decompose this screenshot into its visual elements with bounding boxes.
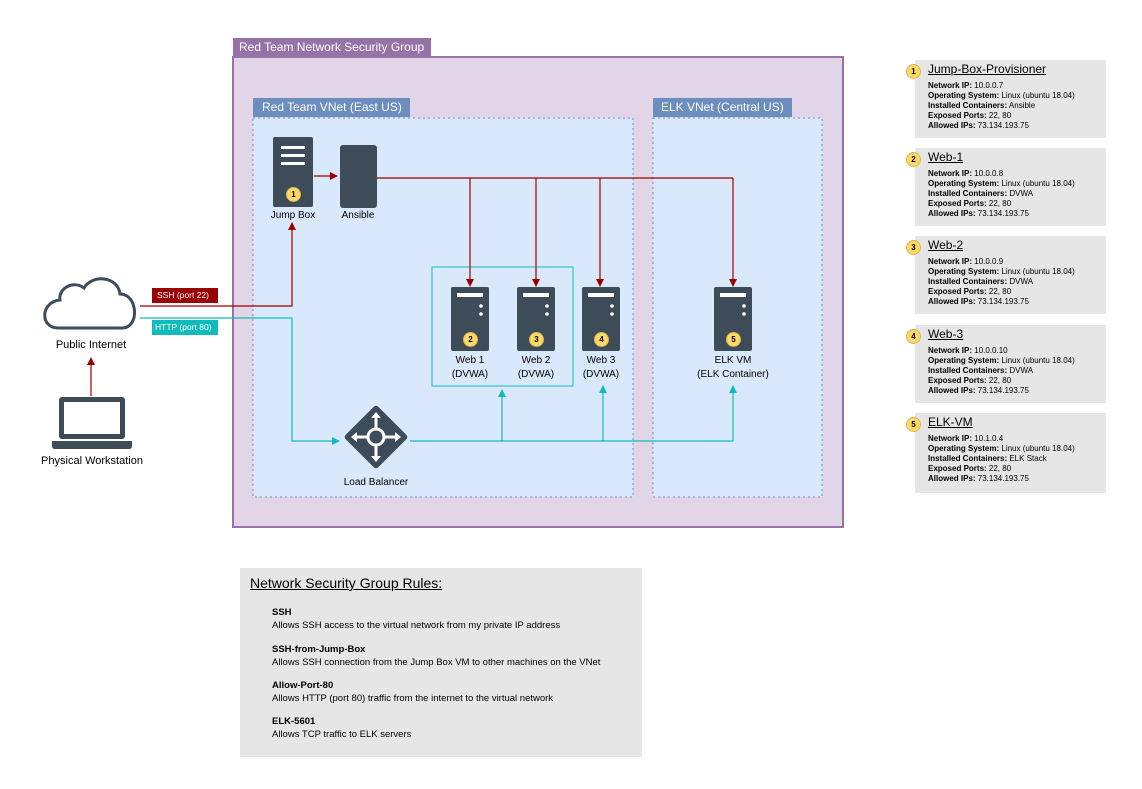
- info-card-badge: 3: [906, 240, 921, 255]
- ssh-connectors: [87, 172, 737, 396]
- rule-item: SSH Allows SSH access to the virtual net…: [272, 606, 560, 632]
- ssh-port-label: SSH (port 22): [157, 290, 209, 300]
- rule-name: SSH: [272, 607, 292, 618]
- web3-role: (DVWA): [582, 369, 620, 380]
- rule-name: SSH-from-Jump-Box: [272, 644, 366, 655]
- web2-name: Web 2: [521, 355, 551, 366]
- rule-description: Allows SSH access to the virtual network…: [272, 620, 561, 631]
- red-vnet-area: [252, 117, 634, 498]
- elk-vnet-title: ELK VNet (Central US): [661, 100, 784, 114]
- load-balancer-label: Load Balancer: [343, 477, 409, 488]
- web3-label: Web 3 (DVWA): [571, 354, 631, 382]
- web-group-box: [431, 266, 574, 387]
- rule-item: Allow-Port-80 Allows HTTP (port 80) traf…: [272, 679, 553, 705]
- http-port-label-bg: [152, 320, 218, 335]
- info-card-badge: 4: [906, 329, 921, 344]
- rule-name: ELK-5601: [272, 716, 316, 727]
- info-card-web3: 4 Web-3 Network IP: 10.0.0.10 Operating …: [906, 325, 1106, 403]
- ansible-label: Ansible: [341, 210, 375, 221]
- web1-role: (DVWA): [451, 369, 489, 380]
- http-internet-to-lb: [140, 317, 340, 445]
- web1-badge: 2: [463, 332, 478, 347]
- info-card-web2: 3 Web-2 Network IP: 10.0.0.9 Operating S…: [906, 236, 1106, 314]
- info-card-title: Web-1: [928, 150, 964, 164]
- web1-label: Web 1 (DVWA): [440, 354, 500, 382]
- web1-name: Web 1: [455, 355, 485, 366]
- red-vnet-header: [253, 98, 410, 117]
- workstation-label: Physical Workstation: [41, 455, 143, 467]
- web2-role: (DVWA): [517, 369, 555, 380]
- info-card-jump-box: 1 Jump-Box-Provisioner Network IP: 10.0.…: [906, 60, 1106, 138]
- cloud-icon: [43, 277, 136, 330]
- elk-server-icon: [714, 287, 752, 351]
- info-card-rows: Network IP: 10.0.0.8 Operating System: L…: [928, 169, 1075, 218]
- jump-box-label: Jump Box: [270, 210, 316, 221]
- elk-name: ELK VM: [714, 355, 752, 366]
- info-card-title: Web-3: [928, 327, 964, 341]
- rule-description: Allows HTTP (port 80) traffic from the i…: [272, 693, 554, 704]
- elk-badge: 5: [726, 332, 741, 347]
- laptop-icon: [52, 397, 132, 449]
- load-balancer-icon: [344, 405, 408, 469]
- elk-label: ELK VM (ELK Container): [683, 354, 783, 382]
- nsg-title: Red Team Network Security Group: [239, 40, 425, 54]
- info-card-badge: 2: [906, 152, 921, 167]
- web2-label: Web 2 (DVWA): [506, 354, 566, 382]
- web3-server-icon: [582, 287, 620, 351]
- rule-item: ELK-5601 Allows TCP traffic to ELK serve…: [272, 715, 411, 741]
- ssh-internet-to-jumpbox: [140, 222, 296, 307]
- elk-vnet-header: [653, 98, 792, 117]
- nsg-header: [233, 38, 431, 57]
- jump-box-badge: 1: [286, 187, 301, 202]
- info-card-badge: 1: [906, 64, 921, 79]
- web3-name: Web 3: [586, 355, 616, 366]
- http-connectors: [140, 317, 737, 445]
- info-card-title: Jump-Box-Provisioner: [928, 62, 1047, 76]
- info-card-rows: Network IP: 10.0.0.9 Operating System: L…: [928, 257, 1075, 306]
- info-card-title: ELK-VM: [928, 415, 973, 429]
- ansible-server-icon: [340, 145, 377, 208]
- info-card-rows: Network IP: 10.0.0.7 Operating System: L…: [928, 81, 1075, 130]
- internet-label: Public Internet: [55, 339, 127, 351]
- info-card-elk: 5 ELK-VM Network IP: 10.1.0.4 Operating …: [906, 413, 1106, 493]
- elk-role: (ELK Container): [697, 369, 769, 380]
- web3-badge: 4: [594, 332, 609, 347]
- web1-server-icon: [451, 287, 489, 351]
- rule-item: SSH-from-Jump-Box Allows SSH connection …: [272, 643, 600, 669]
- info-card-rows: Network IP: 10.0.0.10 Operating System: …: [928, 346, 1075, 395]
- rule-name: Allow-Port-80: [272, 680, 334, 691]
- http-port-label: HTTP (port 80): [155, 322, 212, 332]
- rules-heading: Network Security Group Rules:: [250, 575, 443, 591]
- info-card-title: Web-2: [928, 238, 964, 252]
- info-card-badge: 5: [906, 417, 921, 432]
- info-card-web1: 2 Web-1 Network IP: 10.0.0.8 Operating S…: [906, 148, 1106, 226]
- rule-description: Allows SSH connection from the Jump Box …: [272, 657, 601, 668]
- web2-badge: 3: [529, 332, 544, 347]
- web2-server-icon: [517, 287, 555, 351]
- nsg-rules-panel: Network Security Group Rules: SSH Allows…: [240, 568, 642, 757]
- info-card-rows: Network IP: 10.1.0.4 Operating System: L…: [928, 434, 1075, 483]
- red-vnet-title: Red Team VNet (East US): [262, 100, 402, 114]
- jump-box-server-icon: [273, 137, 313, 207]
- rule-description: Allows TCP traffic to ELK servers: [272, 729, 412, 740]
- ssh-port-label-bg: [152, 288, 218, 303]
